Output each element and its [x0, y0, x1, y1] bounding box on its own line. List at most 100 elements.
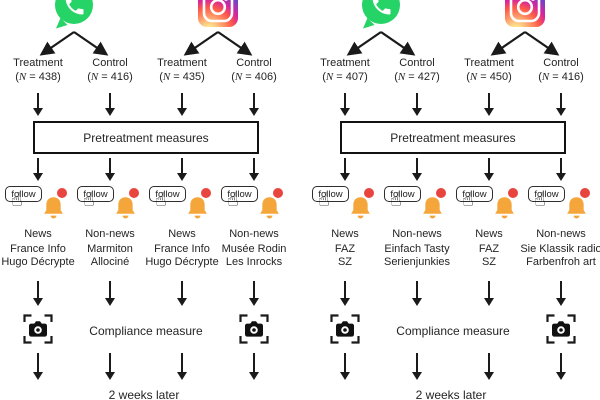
camera-screenshot-icon	[23, 314, 53, 344]
hand-cursor-icon: ☝	[225, 188, 240, 212]
pretreatment-box: Pretreatment measures	[33, 121, 259, 154]
bell-notification-icon	[188, 197, 207, 219]
down-arrow	[344, 93, 346, 109]
outlet-name: France Info	[154, 243, 210, 255]
down-arrow	[109, 158, 111, 174]
content-type-label: News	[331, 228, 359, 240]
outlet-name: FAZ	[334, 243, 356, 255]
outlet-name: SZ	[481, 256, 497, 268]
content-type-label: News	[24, 228, 52, 240]
down-arrow	[560, 93, 562, 109]
notification-dot	[580, 188, 590, 198]
notification-dot	[273, 188, 283, 198]
follow-button: follow	[5, 186, 42, 202]
follow-action: follow ☝	[528, 185, 594, 225]
down-arrow	[109, 281, 111, 299]
hand-cursor-icon: ☝	[460, 188, 475, 212]
down-arrow	[344, 353, 346, 373]
branch-arrows	[183, 31, 253, 56]
whatsapp-icon	[52, 0, 96, 30]
outlet-name: Einfach Tasty	[384, 243, 450, 255]
down-arrow	[344, 158, 346, 174]
outlet-name: Allociné	[90, 256, 130, 268]
down-arrow	[37, 353, 39, 373]
content-type-label: Non-news	[392, 228, 442, 240]
compliance-label: Compliance measure	[396, 324, 510, 338]
follow-button: follow	[528, 186, 565, 202]
outlet-name: Les Inrocks	[225, 256, 283, 268]
sample-size-label: (N = 438)	[15, 71, 61, 83]
bell-notification-icon	[423, 197, 442, 219]
panel-right: Treatment Control Treatment Control (N =…	[307, 0, 600, 400]
down-arrow	[37, 93, 39, 109]
follow-action: follow ☝	[456, 185, 522, 225]
two-weeks-later-label: 2 weeks later	[415, 388, 487, 400]
notification-dot	[436, 188, 446, 198]
follow-button: follow	[456, 186, 493, 202]
bell-notification-icon	[495, 197, 514, 219]
branch-arrows	[346, 31, 416, 56]
outlet-name: Farbenfroh art	[526, 256, 596, 268]
down-arrow	[253, 353, 255, 373]
outlet-name: Musée Rodin	[221, 243, 287, 255]
two-weeks-later-label: 2 weeks later	[108, 388, 180, 400]
down-arrow	[488, 281, 490, 299]
down-arrow	[37, 158, 39, 174]
notification-dot	[57, 188, 67, 198]
branch-arrows	[39, 31, 109, 56]
hand-cursor-icon: ☝	[81, 188, 96, 212]
down-arrow	[488, 158, 490, 174]
panel-left: Treatment Control Treatment Control (N =…	[0, 0, 300, 400]
compliance-label: Compliance measure	[89, 324, 203, 338]
notification-dot	[508, 188, 518, 198]
sample-size-label: (N = 435)	[159, 71, 205, 83]
camera-screenshot-icon	[546, 314, 576, 344]
follow-button: follow	[77, 186, 114, 202]
down-arrow	[253, 158, 255, 174]
hand-cursor-icon: ☝	[9, 188, 24, 212]
content-type-label: Non-news	[536, 228, 586, 240]
instagram-icon	[198, 0, 238, 27]
whatsapp-icon	[359, 0, 403, 30]
sample-size-label: (N = 427)	[394, 71, 440, 83]
sample-size-label: (N = 406)	[231, 71, 277, 83]
follow-button: follow	[221, 186, 258, 202]
pretreatment-box: Pretreatment measures	[340, 121, 566, 154]
follow-action: follow ☝	[77, 185, 143, 225]
follow-button: follow	[384, 186, 421, 202]
outlet-name: Sie Klassik radio	[520, 243, 600, 255]
hand-cursor-icon: ☝	[153, 188, 168, 212]
follow-action: follow ☝	[149, 185, 215, 225]
content-type-label: Non-news	[85, 228, 135, 240]
condition-label: Treatment	[13, 57, 63, 69]
down-arrow	[488, 93, 490, 109]
camera-screenshot-icon	[330, 314, 360, 344]
outlet-name: Hugo Décrypte	[1, 256, 75, 268]
follow-action: follow ☝	[312, 185, 378, 225]
notification-dot	[201, 188, 211, 198]
hand-cursor-icon: ☝	[532, 188, 547, 212]
follow-action: follow ☝	[221, 185, 287, 225]
down-arrow	[181, 93, 183, 109]
follow-action: follow ☝	[5, 185, 71, 225]
branch-arrows	[490, 31, 560, 56]
condition-label: Control	[236, 57, 272, 69]
sample-size-label: (N = 416)	[87, 71, 133, 83]
sample-size-label: (N = 450)	[466, 71, 512, 83]
down-arrow	[109, 93, 111, 109]
outlet-name: Hugo Décrypte	[145, 256, 219, 268]
bell-notification-icon	[116, 197, 135, 219]
content-type-label: News	[475, 228, 503, 240]
outlet-name: SZ	[337, 256, 353, 268]
down-arrow	[253, 93, 255, 109]
condition-label: Control	[92, 57, 128, 69]
outlet-name: FAZ	[478, 243, 500, 255]
down-arrow	[416, 93, 418, 109]
down-arrow	[560, 281, 562, 299]
down-arrow	[181, 158, 183, 174]
follow-button: follow	[149, 186, 186, 202]
down-arrow	[109, 353, 111, 373]
down-arrow	[344, 281, 346, 299]
notification-dot	[364, 188, 374, 198]
